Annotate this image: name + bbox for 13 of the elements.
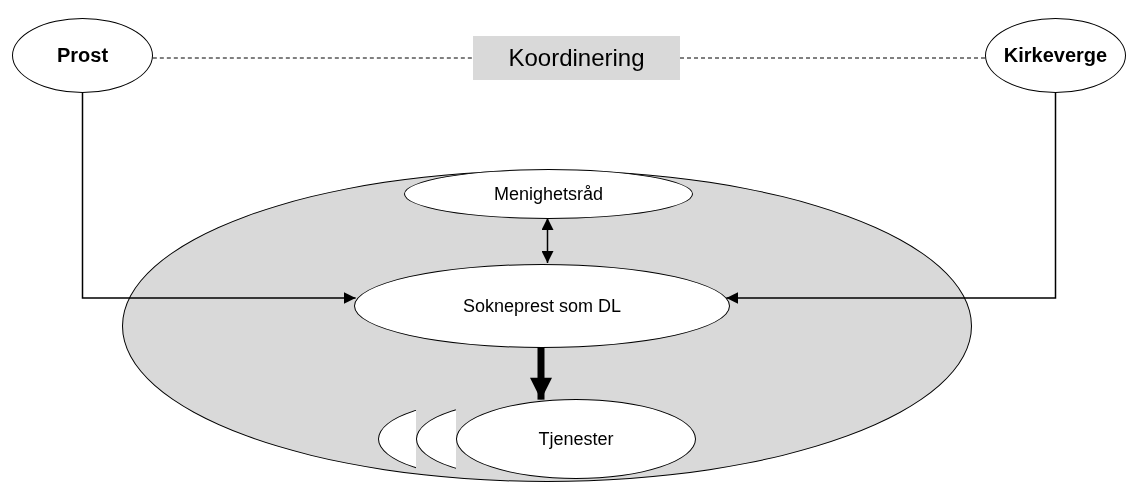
dashed-line: [152, 57, 474, 59]
node-label: Prost: [56, 44, 109, 67]
label-box: [473, 36, 680, 80]
node-label: Sokneprest som DL: [462, 295, 622, 317]
arrow: [81, 92, 357, 304]
dashed-line: [679, 57, 986, 59]
arrow: [725, 92, 1057, 304]
node-label: Menighetsråd: [493, 183, 604, 205]
node-label: Kirkeverge: [1003, 44, 1108, 67]
arrow: [530, 347, 552, 400]
node-label: Koordinering: [508, 44, 645, 72]
arrow: [541, 217, 554, 264]
node-label: Tjenester: [538, 428, 614, 450]
